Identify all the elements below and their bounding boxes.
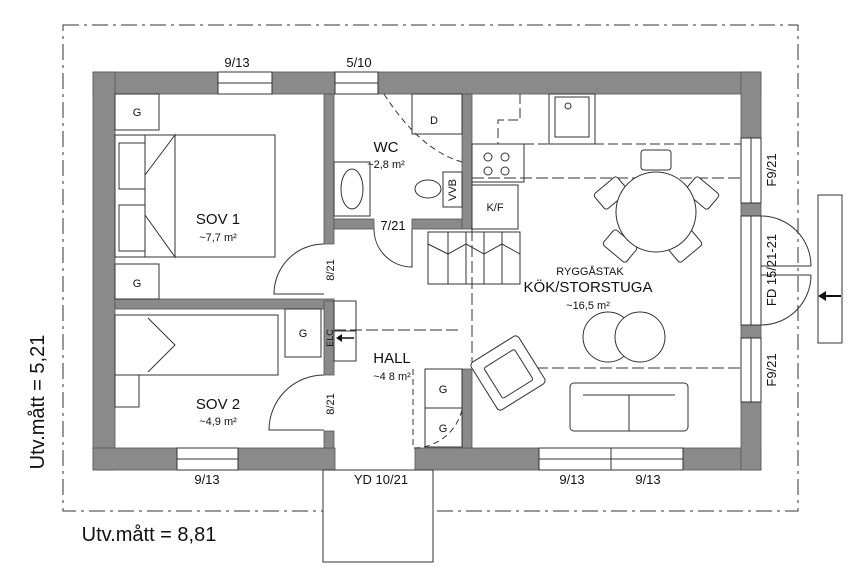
door-sov1: 8/21 [325,259,337,280]
window-top-left: 9/13 [224,55,249,70]
room-area-sov1: ~7,7 m² [199,232,237,244]
door-wc: 7/21 [380,218,405,233]
window-right-bottom: F9/21 [764,353,779,386]
window-frames [176,71,762,471]
window-bottom-right: 9/13 [635,472,660,487]
g-label-sov1-bottom: G [133,278,142,290]
sov1-furniture [114,93,276,300]
sov2-furniture [114,308,322,408]
room-name-wc: WC [374,139,399,156]
water-heater-label: VVB [447,179,459,201]
dryer-label: D [430,115,438,127]
hall-arrow [336,334,354,342]
window-top-wc: 5/10 [346,55,371,70]
room-name-kok: KÖK/STORSTUGA [524,278,653,296]
door-sov2: 8/21 [325,393,337,414]
kitchen-fixtures [427,93,741,285]
door-right-entry: FD 15/21-21 [764,234,779,306]
window-right-top: F9/21 [764,153,779,186]
g-label-hall-bottom: G [439,423,448,435]
room-name-sov2: SOV 2 [196,396,240,413]
room-name-sov1: SOV 1 [196,211,240,228]
window-bottom-mid: 9/13 [559,472,584,487]
fridge-freezer-label: K/F [486,202,503,214]
dining-set [593,149,720,263]
room-name-hall: HALL [373,350,411,367]
wc-fixtures [333,93,463,268]
room-area-sov2: ~4,9 m² [199,416,237,428]
room-area-wc: ~2,8 m² [367,159,405,171]
outer-dimension-boundary [62,24,799,512]
living-furniture [470,311,689,432]
outer-height-label: Utv.mått = 5,21 [27,335,49,470]
porches [322,194,843,563]
window-bottom-left: 9/13 [194,472,219,487]
hall-fixtures [333,300,463,449]
entry-arrow [818,291,841,301]
roof-note: RYGGÅSTAK [556,265,624,278]
room-area-hall: ~4 8 m² [373,371,411,383]
g-label-sov1-top: G [133,107,142,119]
g-label-hall-top: G [439,384,448,396]
g-label-sov2: G [299,328,308,340]
door-bottom-entry: YD 10/21 [354,472,408,487]
outer-width-label: Utv.mått = 8,81 [82,524,217,546]
room-area-kok: ~16,5 m² [566,300,610,312]
electrical-cabinet-label: ELC [325,329,335,347]
